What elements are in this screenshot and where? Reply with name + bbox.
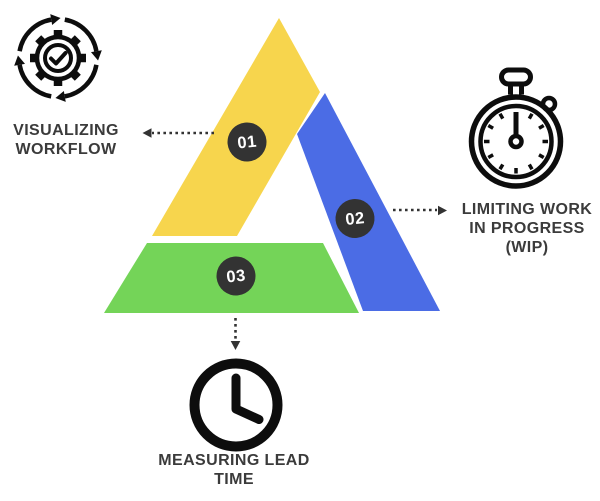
label-line: LIMITING WORK bbox=[461, 201, 593, 218]
step-circle-2 bbox=[335, 199, 375, 238]
triangle-segment-2 bbox=[297, 93, 440, 311]
clock-ring bbox=[189, 358, 283, 452]
clock-hands bbox=[231, 373, 264, 424]
stopwatch-dial bbox=[478, 103, 554, 180]
step-circle-3 bbox=[216, 256, 256, 296]
step-badge-3: 03 bbox=[216, 256, 256, 296]
stopwatch-button bbox=[499, 67, 533, 87]
step-number-2: 02 bbox=[344, 209, 365, 229]
label-measuring-lead-time: MEASURING LEAD TIME bbox=[143, 451, 325, 489]
check-ring bbox=[43, 43, 73, 73]
label-line: WORKFLOW bbox=[15, 141, 117, 158]
sync-arrows-arcs bbox=[17, 17, 99, 99]
checkmark bbox=[49, 51, 68, 66]
label-limiting-wip: LIMITING WORK IN PROGRESS (WIP) bbox=[456, 200, 598, 257]
gear-body bbox=[34, 34, 82, 82]
arrowhead-left-icon bbox=[142, 128, 152, 138]
arrowhead-down-icon bbox=[230, 341, 241, 350]
label-line: (WIP) bbox=[505, 239, 549, 256]
dial-ticks bbox=[484, 112, 548, 174]
step-circle-1 bbox=[227, 122, 267, 162]
label-line: TIME bbox=[214, 471, 254, 488]
gear-sync-icon bbox=[14, 14, 102, 102]
label-line: IN PROGRESS bbox=[469, 220, 585, 237]
label-line: MEASURING LEAD bbox=[158, 452, 310, 469]
label-visualizing-workflow: VISUALIZING WORKFLOW bbox=[0, 121, 132, 159]
label-line: VISUALIZING bbox=[13, 122, 119, 139]
step-number-1: 01 bbox=[236, 133, 257, 153]
step-badge-1: 01 bbox=[227, 122, 267, 162]
clock-icon bbox=[189, 358, 283, 452]
stopwatch-stem bbox=[508, 84, 524, 95]
stopwatch-hub bbox=[508, 133, 524, 150]
step-number-3: 03 bbox=[225, 267, 246, 287]
gear-teeth bbox=[30, 30, 86, 86]
step-badge-2: 02 bbox=[335, 199, 375, 238]
stopwatch-icon bbox=[468, 67, 564, 189]
arrowhead-right-icon bbox=[438, 205, 447, 216]
sync-arrowheads bbox=[14, 14, 102, 102]
stopwatch-outer-ring bbox=[468, 94, 564, 189]
